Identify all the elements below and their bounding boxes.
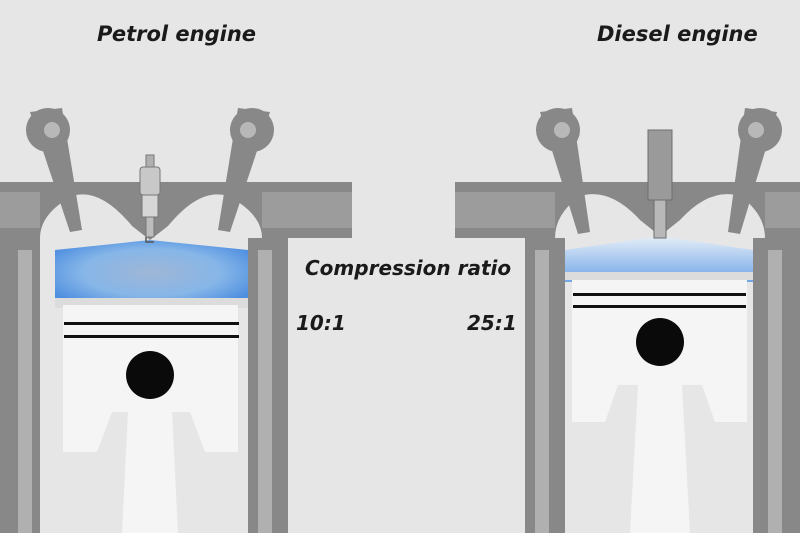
- compression-ratio-label: Compression ratio: [305, 256, 512, 280]
- petrol-engine: [0, 108, 352, 533]
- petrol-port-right: [262, 192, 352, 228]
- diesel-piston-ring-1: [573, 293, 746, 296]
- petrol-rocker-left: [26, 108, 82, 232]
- petrol-compression-ratio: 10:1: [296, 311, 346, 335]
- petrol-piston-top: [55, 298, 248, 308]
- diesel-rocker-left: [536, 108, 590, 234]
- diesel-piston-top: [565, 272, 753, 280]
- petrol-piston-pin: [126, 351, 174, 399]
- diesel-piston-pin: [636, 318, 684, 366]
- diesel-combustion-chamber: [565, 236, 753, 282]
- petrol-engine-title: Petrol engine: [97, 22, 257, 46]
- fuel-injector-icon: [647, 129, 673, 239]
- petrol-wall-left-inner: [18, 250, 32, 533]
- diesel-engine: [455, 108, 800, 533]
- diesel-compression-ratio: 25:1: [467, 311, 517, 335]
- petrol-port-left: [0, 192, 40, 228]
- petrol-piston-ring-1: [64, 322, 239, 325]
- diesel-wall-right-inner: [768, 250, 782, 533]
- diesel-connecting-rod: [630, 385, 690, 533]
- diesel-port-right: [765, 192, 800, 228]
- petrol-rocker-right: [218, 108, 274, 232]
- petrol-piston-ring-2: [64, 335, 239, 338]
- diesel-wall-left-inner: [535, 250, 549, 533]
- diesel-piston-ring-2: [573, 305, 746, 308]
- diesel-port-left: [455, 192, 555, 228]
- petrol-combustion-chamber: [55, 240, 248, 305]
- diesel-rocker-right: [728, 108, 782, 234]
- diesel-engine-title: Diesel engine: [597, 22, 758, 46]
- petrol-connecting-rod: [122, 412, 178, 533]
- petrol-wall-right-inner: [258, 250, 272, 533]
- spark-plug-icon: [139, 154, 161, 243]
